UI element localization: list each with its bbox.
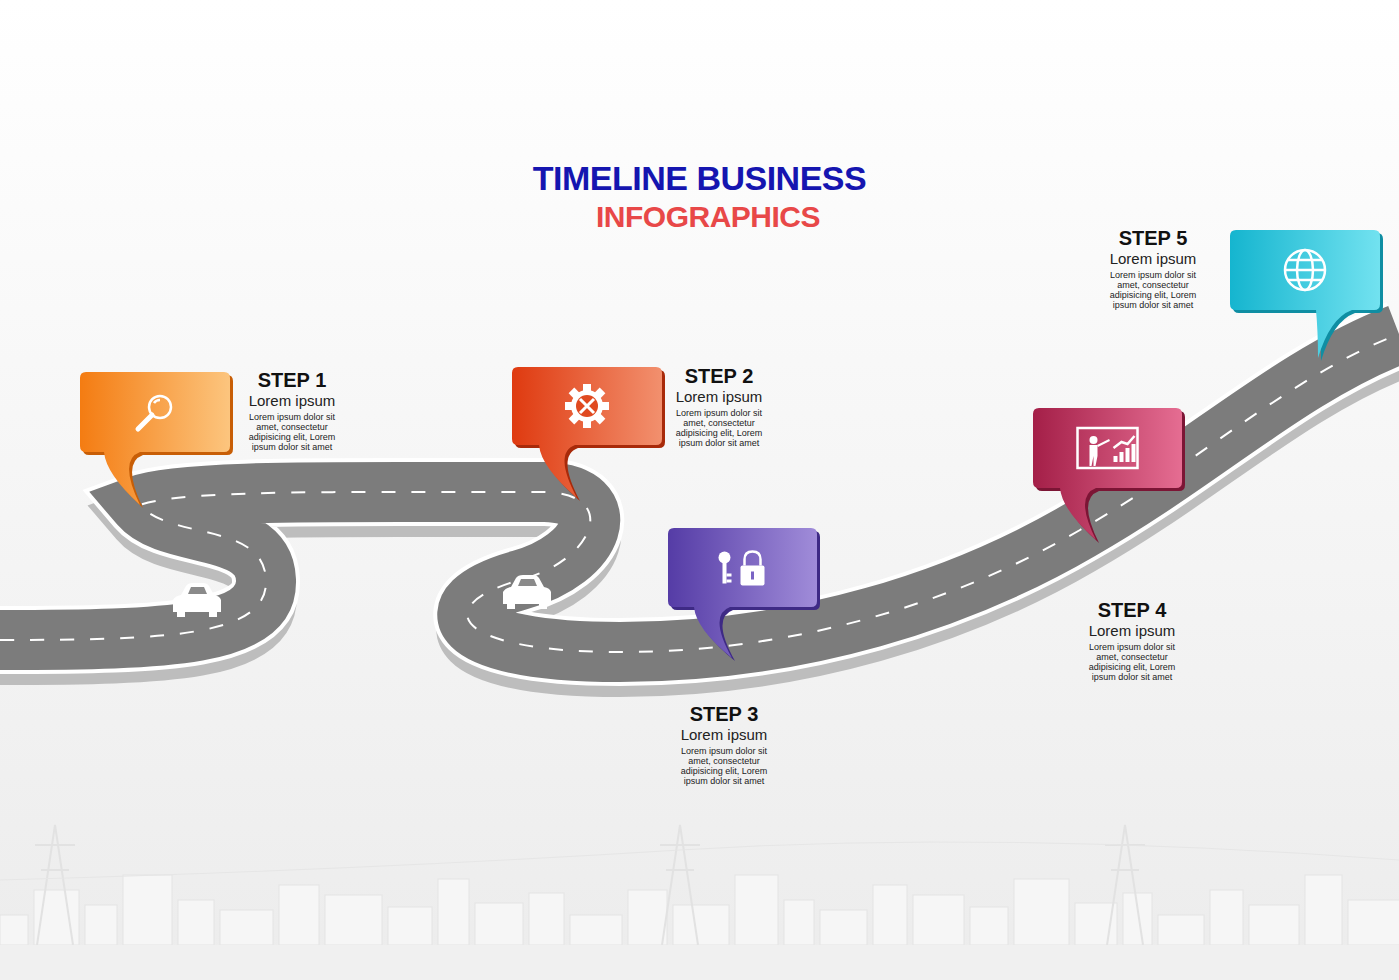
building bbox=[529, 893, 564, 945]
chart-icon bbox=[1078, 428, 1138, 468]
pylon bbox=[35, 825, 75, 945]
building bbox=[388, 907, 432, 945]
step-callout: STEP 3Lorem ipsumLorem ipsum dolor sit a… bbox=[668, 528, 817, 607]
step-heading: STEP 3 bbox=[664, 702, 784, 726]
pylon bbox=[1105, 825, 1145, 945]
building bbox=[85, 905, 117, 945]
car bbox=[173, 583, 221, 617]
car-window bbox=[188, 587, 207, 594]
building bbox=[438, 879, 469, 945]
building bbox=[970, 907, 1008, 945]
callout-body bbox=[80, 372, 230, 505]
step-subtitle: Lorem ipsum bbox=[1093, 250, 1213, 268]
city-skyline bbox=[0, 825, 1399, 980]
building bbox=[1158, 915, 1204, 945]
callout-shape bbox=[1230, 230, 1380, 310]
step-subtitle: Lorem ipsum bbox=[664, 726, 784, 744]
building bbox=[1014, 879, 1069, 945]
lock-icon bbox=[719, 552, 765, 586]
step-subtitle: Lorem ipsum bbox=[1072, 622, 1192, 640]
step-text: STEP 2Lorem ipsumLorem ipsum dolor sit a… bbox=[659, 364, 779, 448]
step-text: STEP 4Lorem ipsumLorem ipsum dolor sit a… bbox=[1072, 598, 1192, 682]
building bbox=[1249, 905, 1299, 945]
step-callout: STEP 1Lorem ipsumLorem ipsum dolor sit a… bbox=[80, 372, 230, 452]
step-description: Lorem ipsum dolor sit amet, consectetur … bbox=[673, 408, 765, 448]
callout-shape bbox=[512, 367, 662, 445]
step-heading: STEP 5 bbox=[1093, 226, 1213, 250]
car-wheel bbox=[177, 612, 185, 617]
building bbox=[628, 890, 667, 945]
step-callout: STEP 5Lorem ipsumLorem ipsum dolor sit a… bbox=[1230, 230, 1380, 310]
building bbox=[123, 875, 172, 945]
car-wheel bbox=[539, 604, 547, 609]
callout-shape bbox=[80, 372, 230, 452]
title: TIMELINE BUSINESS bbox=[0, 158, 1399, 198]
step-callout: STEP 2Lorem ipsumLorem ipsum dolor sit a… bbox=[512, 367, 662, 445]
building bbox=[178, 900, 214, 945]
building bbox=[325, 895, 382, 945]
callout-body bbox=[668, 528, 817, 658]
step-heading: STEP 4 bbox=[1072, 598, 1192, 622]
building bbox=[1305, 875, 1342, 945]
building bbox=[1210, 890, 1243, 945]
building bbox=[873, 885, 907, 945]
callout-body bbox=[1033, 408, 1182, 540]
building bbox=[1348, 900, 1399, 945]
callout-body bbox=[512, 367, 662, 498]
globe-icon bbox=[1285, 250, 1325, 290]
callout-shape bbox=[1033, 408, 1182, 488]
step-text: STEP 1Lorem ipsumLorem ipsum dolor sit a… bbox=[232, 368, 352, 452]
step-description: Lorem ipsum dolor sit amet, consectetur … bbox=[1107, 270, 1199, 310]
building bbox=[1123, 893, 1152, 945]
building bbox=[784, 900, 814, 945]
step-description: Lorem ipsum dolor sit amet, consectetur … bbox=[1086, 642, 1178, 682]
step-description: Lorem ipsum dolor sit amet, consectetur … bbox=[246, 412, 338, 452]
callout-body bbox=[1230, 230, 1380, 358]
building bbox=[220, 910, 273, 945]
step-text: STEP 5Lorem ipsumLorem ipsum dolor sit a… bbox=[1093, 226, 1213, 310]
building bbox=[570, 915, 622, 945]
step-text: STEP 3Lorem ipsumLorem ipsum dolor sit a… bbox=[664, 702, 784, 786]
building bbox=[475, 903, 523, 945]
car-window bbox=[518, 579, 537, 586]
building bbox=[913, 895, 964, 945]
car-wheel bbox=[209, 612, 217, 617]
building bbox=[820, 910, 867, 945]
subtitle: INFOGRAPHICS bbox=[0, 200, 1399, 234]
step-heading: STEP 1 bbox=[232, 368, 352, 392]
building bbox=[735, 875, 778, 945]
ground bbox=[0, 945, 1399, 980]
search-icon bbox=[138, 396, 171, 429]
step-subtitle: Lorem ipsum bbox=[659, 388, 779, 406]
building bbox=[279, 885, 319, 945]
step-subtitle: Lorem ipsum bbox=[232, 392, 352, 410]
step-heading: STEP 2 bbox=[659, 364, 779, 388]
pylon bbox=[660, 825, 700, 945]
car-wheel bbox=[507, 604, 515, 609]
step-description: Lorem ipsum dolor sit amet, consectetur … bbox=[678, 746, 770, 786]
car-body bbox=[503, 575, 551, 604]
callout-shape bbox=[668, 528, 817, 607]
gear-icon bbox=[565, 384, 609, 428]
building bbox=[673, 905, 729, 945]
road bbox=[0, 334, 1399, 666]
car bbox=[503, 575, 551, 609]
car-body bbox=[173, 583, 221, 612]
step-callout: STEP 4Lorem ipsumLorem ipsum dolor sit a… bbox=[1033, 408, 1182, 488]
power-line bbox=[0, 842, 1399, 880]
building bbox=[0, 915, 28, 945]
